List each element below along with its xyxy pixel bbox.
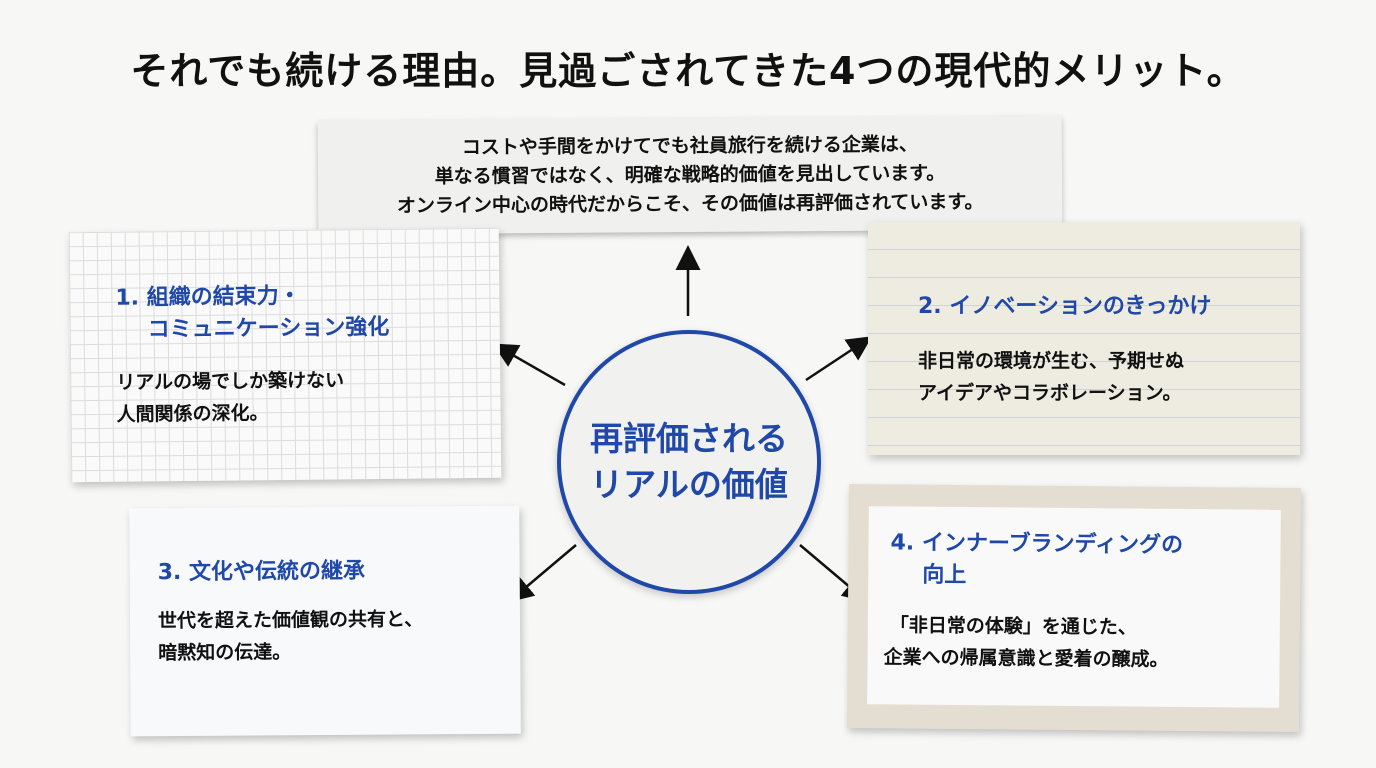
card-branding: 4. インナーブランディングの 向上 「非日常の体験」を通じた、 企業への帰属意… <box>846 484 1302 732</box>
card-heading: 4. インナーブランディングの <box>890 530 1184 558</box>
card-heading: 2. イノベーションのきっかけ <box>918 294 1212 319</box>
card-body: リアルの場でしか築けない <box>116 369 345 394</box>
arrow-card-3 <box>508 544 577 603</box>
center-line: リアルの価値 <box>590 465 788 504</box>
card-body: 人間関係の深化。 <box>116 402 269 426</box>
card-body: 「非日常の体験」を通じた、 <box>889 614 1137 639</box>
card-body: 世代を超えた価値観の共有と、 <box>157 608 424 633</box>
card-heading: 3. 文化や伝統の継承 <box>157 558 366 586</box>
card-heading: 1. 組織の結束力・ <box>115 283 301 311</box>
card-heading: コミュニケーション強化 <box>147 314 390 343</box>
center-circle: 再評価される リアルの価値 <box>557 330 821 594</box>
card-culture: 3. 文化や伝統の継承 世代を超えた価値観の共有と、 暗黙知の伝達。 <box>129 505 521 737</box>
center-line: 再評価される <box>590 419 788 458</box>
card-heading: 向上 <box>922 562 967 589</box>
card-innovation: 2. イノベーションのきっかけ 非日常の環境が生む、予期せぬ アイデアやコラボレ… <box>868 222 1300 455</box>
card-body: アイデアやコラボレーション。 <box>918 382 1182 404</box>
page-title: それでも続ける理由。見過ごされてきた4つの現代的メリット。 <box>130 49 1246 93</box>
card-body: 企業への帰属意識と愛着の醸成。 <box>883 646 1169 671</box>
card-cohesion: 1. 組織の結束力・ コミュニケーション強化 リアルの場でしか築けない 人間関係… <box>68 227 502 483</box>
arrow-card-2 <box>805 336 873 382</box>
card-body: 非日常の環境が生む、予期せぬ <box>918 350 1185 372</box>
card-body: 暗黙知の伝達。 <box>158 641 292 665</box>
arrow-card-1 <box>492 343 566 387</box>
